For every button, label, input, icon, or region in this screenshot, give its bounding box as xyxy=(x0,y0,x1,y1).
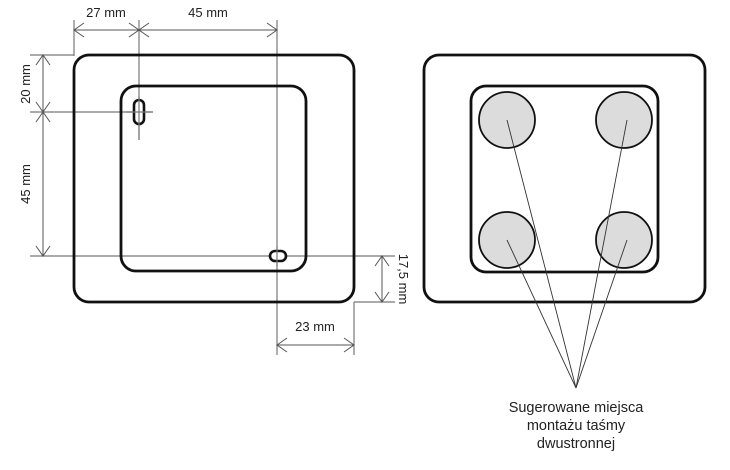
dim-label-27mm: 27 mm xyxy=(86,5,126,20)
inner-plate-right xyxy=(469,84,660,274)
right-view: Sugerowane miejsca montażu taśmy dwustro… xyxy=(422,53,707,452)
inner-plate-left xyxy=(119,84,308,273)
horizontal-slot xyxy=(268,249,288,263)
caption-line-1: Sugerowane miejsca xyxy=(509,400,645,416)
dim-label-20mm: 20 mm xyxy=(18,64,33,104)
left-view: 27 mm 45 mm 20 mm 45 mm 17,5 mm 23 mm xyxy=(18,5,411,355)
outer-frame-left xyxy=(72,53,356,304)
dim-label-17-5mm: 17,5 mm xyxy=(396,254,411,305)
dim-label-45mm-vertical: 45 mm xyxy=(18,164,33,204)
caption-line-3: dwustronnej xyxy=(537,436,615,452)
tape-pad-top-right xyxy=(595,91,653,149)
leader-line-bottom-left xyxy=(506,239,577,389)
dim-label-45mm-horizontal: 45 mm xyxy=(188,5,228,20)
tape-pad-bottom-right xyxy=(595,211,653,269)
leader-line-top-left xyxy=(506,119,577,389)
caption-line-2: montażu taśmy xyxy=(527,418,626,434)
leader-line-top-right xyxy=(575,119,628,389)
dim-label-23mm: 23 mm xyxy=(295,319,335,334)
leader-line-bottom-right xyxy=(575,239,628,389)
outer-frame-right xyxy=(422,53,707,304)
